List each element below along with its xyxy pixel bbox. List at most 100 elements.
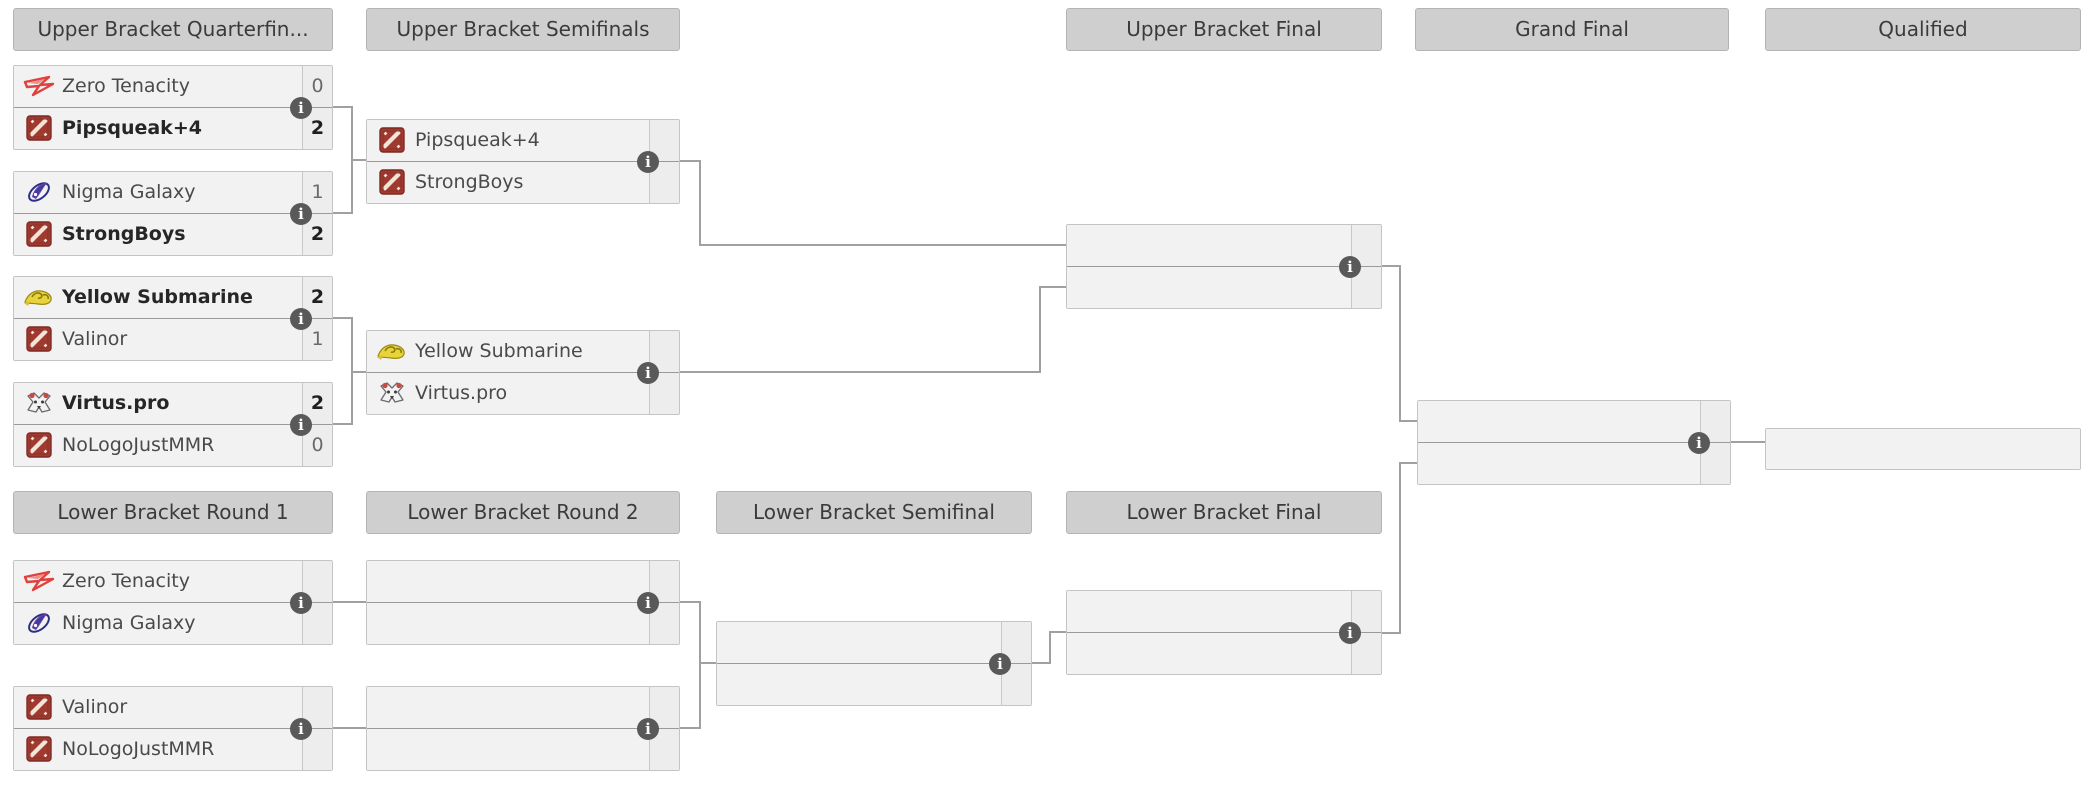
- team-name: StrongBoys: [62, 223, 186, 246]
- match-row[interactable]: [367, 602, 679, 644]
- match-row[interactable]: [1766, 429, 2080, 469]
- connector-line: [680, 160, 1066, 246]
- match-row[interactable]: [717, 622, 1031, 664]
- match-row[interactable]: [367, 728, 679, 770]
- team-name: Yellow Submarine: [62, 286, 253, 309]
- empty-icon: [375, 693, 409, 721]
- team-name: Valinor: [62, 328, 128, 351]
- team-name: Virtus.pro: [62, 392, 170, 415]
- dota-generic-icon: [22, 114, 56, 142]
- match-row[interactable]: [1067, 225, 1381, 267]
- connector-line: [680, 286, 1066, 373]
- team-score: [302, 561, 332, 602]
- match-info-icon[interactable]: i: [290, 96, 312, 119]
- match-row[interactable]: [1418, 442, 1730, 484]
- match-info-icon[interactable]: i: [290, 591, 312, 614]
- match-row[interactable]: Yellow Submarine: [367, 331, 679, 373]
- match-row[interactable]: [367, 561, 679, 603]
- match-row[interactable]: [1067, 591, 1381, 633]
- match-row[interactable]: [1067, 632, 1381, 674]
- round-header-gf[interactable]: Grand Final: [1415, 8, 1729, 51]
- round-header-ub-qf[interactable]: Upper Bracket Quarterfin...: [13, 8, 333, 51]
- match-row[interactable]: Zero Tenacity: [14, 561, 332, 603]
- round-header-ub-sf[interactable]: Upper Bracket Semifinals: [366, 8, 680, 51]
- match-lbf[interactable]: [1066, 590, 1382, 675]
- match-row[interactable]: [1418, 401, 1730, 443]
- match-ubf[interactable]: [1066, 224, 1382, 309]
- round-header-qual[interactable]: Qualified: [1765, 8, 2081, 51]
- match-info-icon[interactable]: i: [290, 307, 312, 330]
- connector-line: [333, 317, 366, 373]
- match-lbr2b[interactable]: [366, 686, 680, 771]
- connector-line: [1032, 631, 1066, 664]
- match-info-icon[interactable]: i: [1339, 621, 1361, 644]
- match-info-icon[interactable]: i: [637, 591, 659, 614]
- nigma-galaxy-icon: [22, 609, 56, 637]
- team-name: Valinor: [62, 696, 128, 719]
- empty-icon: [1075, 231, 1109, 259]
- match-info-icon[interactable]: i: [637, 150, 659, 173]
- team-name: StrongBoys: [415, 171, 524, 194]
- match-info-icon[interactable]: i: [1688, 431, 1710, 454]
- team-score: 1: [302, 172, 332, 213]
- team-name: Yellow Submarine: [415, 340, 583, 363]
- empty-icon: [375, 567, 409, 595]
- match-row[interactable]: [367, 687, 679, 729]
- match-info-icon[interactable]: i: [290, 413, 312, 436]
- dota-generic-icon: [22, 693, 56, 721]
- match-info-icon[interactable]: i: [290, 202, 312, 225]
- round-header-lb-f[interactable]: Lower Bracket Final: [1066, 491, 1382, 534]
- team-name: Nigma Galaxy: [62, 181, 196, 204]
- virtus-pro-icon: [375, 379, 409, 407]
- match-row[interactable]: Valinor: [14, 687, 332, 729]
- match-row[interactable]: Nigma Galaxy 1: [14, 172, 332, 214]
- empty-icon: [1774, 435, 1808, 463]
- match-lbr2a[interactable]: [366, 560, 680, 645]
- zero-tenacity-icon: [22, 567, 56, 595]
- match-info-icon[interactable]: i: [637, 717, 659, 740]
- match-qualified[interactable]: [1765, 428, 2081, 470]
- zero-tenacity-icon: [22, 72, 56, 100]
- team-name: Virtus.pro: [415, 382, 508, 405]
- match-info-icon[interactable]: i: [989, 652, 1011, 675]
- match-row[interactable]: Nigma Galaxy: [14, 602, 332, 644]
- team-name: Zero Tenacity: [62, 570, 190, 593]
- match-lbsf[interactable]: [716, 621, 1032, 706]
- match-info-icon[interactable]: i: [637, 361, 659, 384]
- match-gf[interactable]: [1417, 400, 1731, 485]
- connector-line: [1382, 462, 1417, 634]
- dota-generic-icon: [22, 325, 56, 353]
- round-header-lb-r2[interactable]: Lower Bracket Round 2: [366, 491, 680, 534]
- match-row[interactable]: NoLogoJustMMR: [14, 728, 332, 770]
- round-header-lb-r1[interactable]: Lower Bracket Round 1: [13, 491, 333, 534]
- connector-line: [680, 662, 716, 729]
- match-row[interactable]: Pipsqueak+4: [367, 120, 679, 162]
- match-info-icon[interactable]: i: [290, 717, 312, 740]
- round-header-lb-sf[interactable]: Lower Bracket Semifinal: [716, 491, 1032, 534]
- match-row[interactable]: [1067, 266, 1381, 308]
- match-row[interactable]: [717, 663, 1031, 705]
- match-row[interactable]: StrongBoys: [367, 161, 679, 203]
- yellow-submarine-icon: [375, 337, 409, 365]
- dota-generic-icon: [375, 126, 409, 154]
- match-row[interactable]: Virtus.pro: [367, 372, 679, 414]
- match-info-icon[interactable]: i: [1339, 255, 1361, 278]
- round-header-ub-f[interactable]: Upper Bracket Final: [1066, 8, 1382, 51]
- empty-icon: [1426, 407, 1460, 435]
